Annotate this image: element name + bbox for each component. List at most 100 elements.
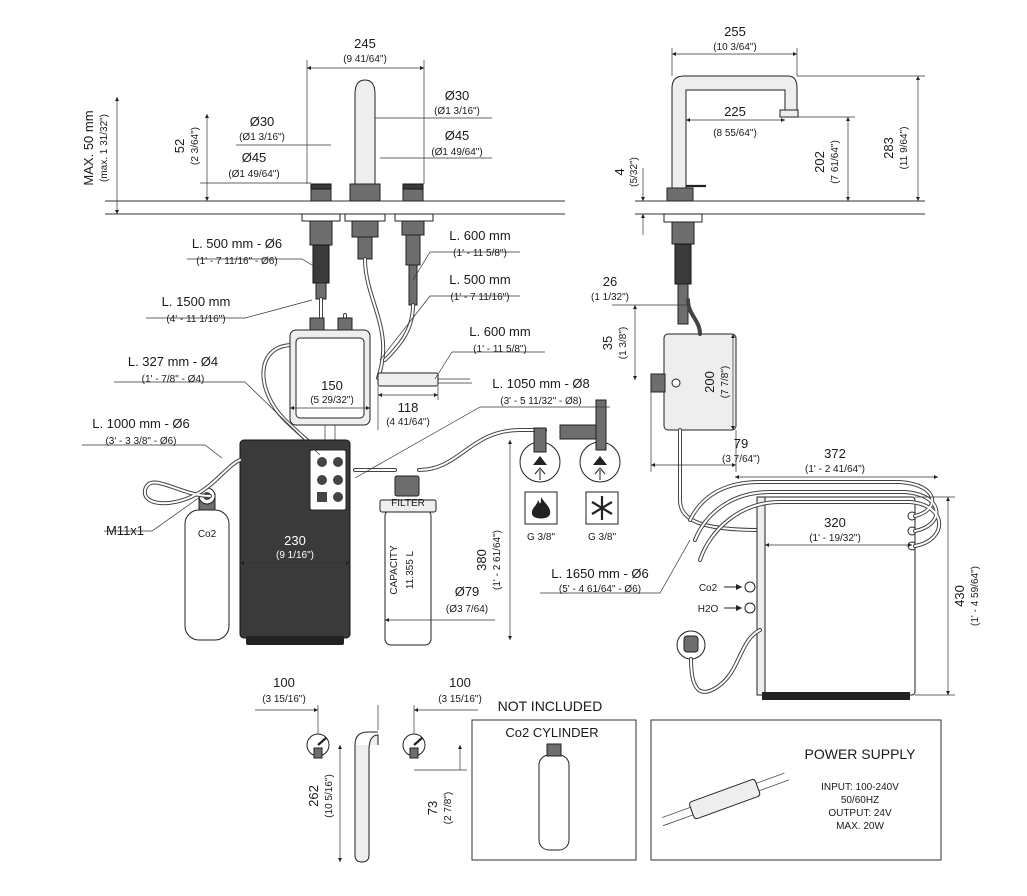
hose-1500: L. 1500 mm <box>162 294 231 309</box>
dim-handle-d30: Ø30 <box>250 114 275 129</box>
label-not-included: NOT INCLUDED <box>498 698 603 714</box>
filter-cartridge <box>353 428 547 646</box>
dim-225: 225 <box>724 104 746 119</box>
label-filter: FILTER <box>391 498 425 509</box>
hose-327-in: (1' - 7/8" - Ø4) <box>142 374 205 385</box>
dim-202: 202 <box>812 151 827 173</box>
hose-500-d6: L. 500 mm - Ø6 <box>192 236 282 251</box>
dimension-lines <box>114 48 955 862</box>
dim-430-in: (1' - 4 59/64") <box>970 566 981 626</box>
dim-372: 372 <box>824 446 846 461</box>
dim-handle-d45: Ø45 <box>242 150 267 165</box>
not-included-panel <box>471 719 637 861</box>
dim-150-in: (5 29/32") <box>310 395 354 406</box>
dim-spout-d30: Ø30 <box>445 88 470 103</box>
hose-1000-in: (3' - 3 3/8" - Ø6) <box>105 436 176 447</box>
power-frequency: 50/60HZ <box>841 795 879 806</box>
dim-230: 230 <box>284 533 306 548</box>
hose-1650-in: (5' - 4 61/64" - Ø6) <box>559 584 641 595</box>
transformer <box>377 372 472 387</box>
dim-4-in: (5/32") <box>629 157 640 187</box>
hose-600-top-in: (1' - 11 5/8") <box>453 248 507 259</box>
label-co2-cylinder: Co2 CYLINDER <box>505 725 598 740</box>
dim-200-in: (7 7/8") <box>720 366 731 398</box>
dim-200: 200 <box>702 371 717 393</box>
dim-max50: MAX. 50 mm <box>81 110 96 185</box>
dim-handle-d30-in: (Ø1 3/16") <box>239 132 285 143</box>
dim-spout-d30-in: (Ø1 3/16") <box>434 106 480 117</box>
countertop-left <box>105 200 565 215</box>
dim-262-in: (10 5/16") <box>324 774 335 818</box>
dim-118: 118 <box>398 400 419 415</box>
wall-mount-faucet <box>306 731 426 863</box>
flame-icon <box>524 491 558 525</box>
dim-wall-100-right-in: (3 15/16") <box>438 694 482 705</box>
dim-wall-100-left-in: (3 15/16") <box>262 694 306 705</box>
dim-230-in: (9 1/16") <box>276 550 314 561</box>
label-co2-bottle: Co2 <box>198 529 217 540</box>
hose-500-d6-in: (1' - 7 11/16" - Ø6) <box>196 256 277 267</box>
hose-327: L. 327 mm - Ø4 <box>128 354 218 369</box>
dim-wall-100-right: 100 <box>449 675 471 690</box>
dim-26: 26 <box>603 274 617 289</box>
dim-79-filter: Ø79 <box>455 584 480 599</box>
dim-26-in: (1 1/32") <box>591 292 629 303</box>
dim-35-in: (1 3/8") <box>618 327 629 359</box>
dim-max50-in: (max. 1 31/32") <box>99 114 110 182</box>
dim-245-in: (9 41/64") <box>343 54 387 65</box>
dim-372-in: (1' - 2 41/64") <box>805 464 865 475</box>
dim-150: 150 <box>321 378 343 393</box>
dim-spout-d45-in: (Ø1 49/64") <box>431 147 482 158</box>
dim-79-side-in: (3 7/64") <box>722 454 760 465</box>
power-input: INPUT: 100-240V <box>821 782 899 793</box>
hose-1050: L. 1050 mm - Ø8 <box>492 376 590 391</box>
dim-202-in: (7 61/64") <box>830 140 841 184</box>
hose-1050-in: (3' - 5 11/32" - Ø8) <box>500 396 581 407</box>
dim-73-in: (2 7/8") <box>443 792 454 824</box>
dimension-texts: 245 (9 41/64") Ø30 (Ø1 3/16") Ø45 (Ø1 49… <box>81 24 981 824</box>
label-h2o-inlet: H2O <box>698 604 719 615</box>
dim-79-filter-in: (Ø3 7/64) <box>446 604 488 615</box>
dim-380: 380 <box>474 549 489 571</box>
dim-4: 4 <box>612 168 627 175</box>
inlet-arrows <box>724 584 742 611</box>
hose-600-mid: L. 600 mm <box>469 324 530 339</box>
snowflake-icon <box>585 491 619 525</box>
dim-380-in: (1' - 2 61/64") <box>492 530 503 590</box>
dim-283-in: (11 9/64") <box>899 127 910 170</box>
dim-73: 73 <box>425 801 440 815</box>
dim-spout-d45: Ø45 <box>445 128 470 143</box>
dim-255: 255 <box>724 24 746 39</box>
hose-1650: L. 1650 mm - Ø6 <box>551 566 649 581</box>
front-faucet <box>301 79 434 306</box>
side-faucet <box>650 75 799 532</box>
hot-water-unit <box>239 439 351 645</box>
dim-283: 283 <box>881 137 896 159</box>
dim-52-in: (2 3/64") <box>190 127 201 165</box>
hose-1500-in: (4' - 11 1/16") <box>166 314 225 325</box>
power-output: OUTPUT: 24V <box>828 808 892 819</box>
hose-500-in: (1' - 7 11/16") <box>450 292 509 303</box>
dim-320-in: (1' - 19/32") <box>809 533 861 544</box>
label-co2-inlet: Co2 <box>699 583 718 594</box>
dim-52: 52 <box>172 139 187 153</box>
co2-bottle <box>142 458 242 641</box>
label-m11: M11x1 <box>106 523 144 538</box>
label-capacity-value: 11.355 L <box>405 550 416 589</box>
leader-lines <box>82 251 691 594</box>
water-valves <box>519 399 621 483</box>
dim-225-in: (8 55/64") <box>713 128 757 139</box>
power-supply-panel <box>650 719 942 861</box>
dim-wall-100-left: 100 <box>273 675 295 690</box>
plug-icon <box>676 628 762 694</box>
dim-320: 320 <box>824 515 846 530</box>
dim-262: 262 <box>306 785 321 807</box>
dim-35: 35 <box>600 336 615 350</box>
hose-1000: L. 1000 mm - Ø6 <box>92 416 190 431</box>
hose-600-top: L. 600 mm <box>449 228 510 243</box>
dim-79-side: 79 <box>734 436 748 451</box>
label-capacity: CAPACITY <box>389 545 400 595</box>
dim-255-in: (10 3/64") <box>713 42 757 53</box>
countertop-right <box>635 200 925 215</box>
